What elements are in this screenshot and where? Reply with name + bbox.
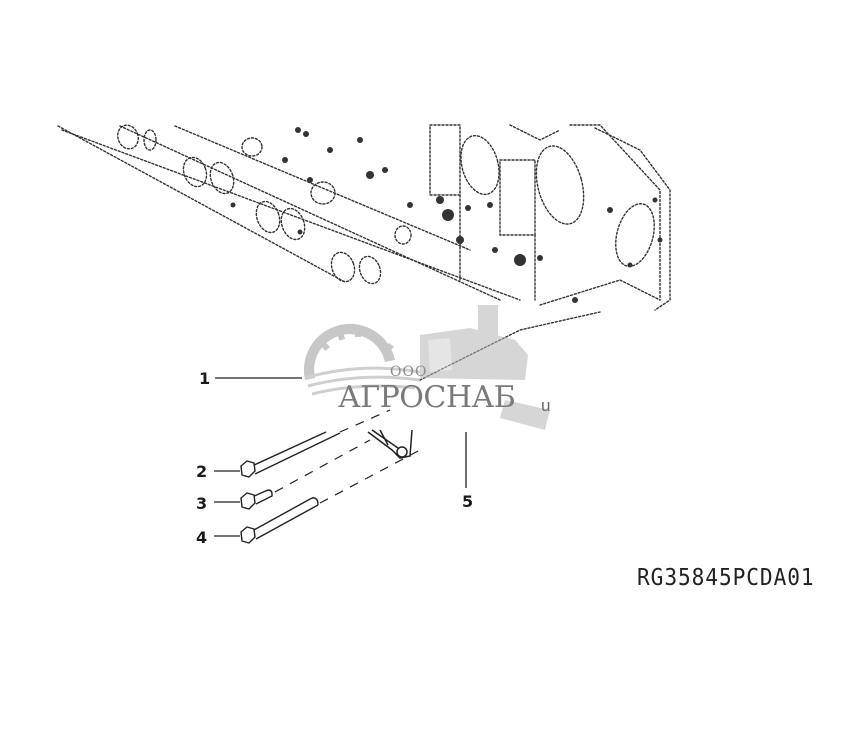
watermark-suffix: u: [541, 396, 551, 415]
watermark-brand: АГРОСНАБ: [338, 380, 516, 415]
bolt-2: [240, 431, 341, 478]
callout-1: 1: [199, 369, 211, 388]
figure-id: RG35845PCDA01: [637, 565, 815, 591]
watermark-prefix: ООО: [390, 364, 428, 380]
callout-3: 3: [196, 494, 208, 513]
bolt-3: [240, 489, 273, 510]
callout-5: 5: [462, 492, 474, 511]
callout-2: 2: [196, 462, 208, 481]
bolt-4: [240, 497, 319, 544]
bracket-part-5: [367, 429, 413, 459]
callout-4: 4: [196, 528, 208, 547]
